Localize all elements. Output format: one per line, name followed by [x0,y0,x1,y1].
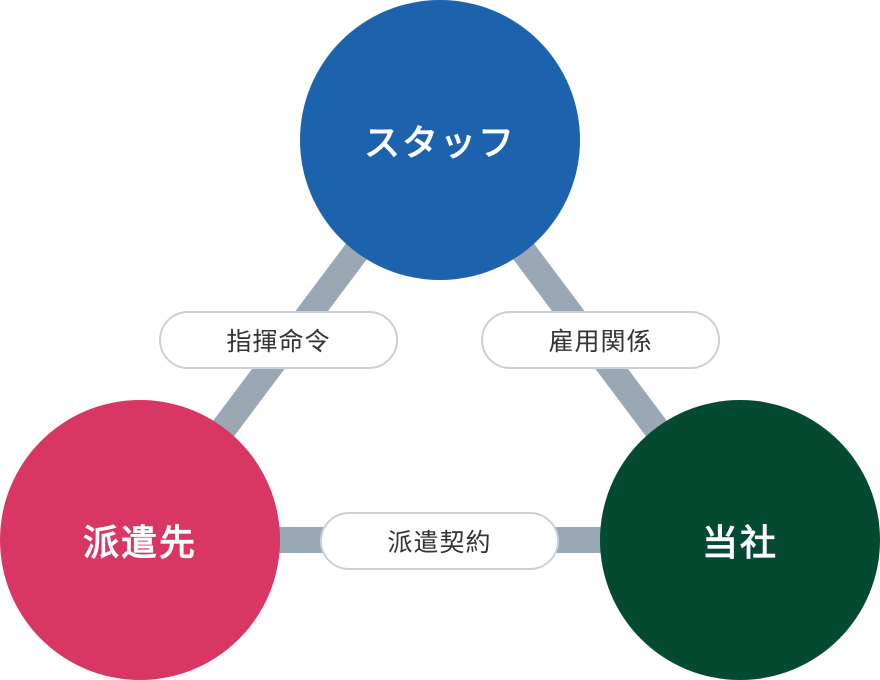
node-staff: スタッフ [300,0,580,280]
relation-dispatch-text: 派遣契約 [387,528,492,557]
relation-command-label: 指揮命令 [159,311,398,369]
node-company: 当社 [600,400,880,680]
node-staff-label: スタッフ [363,123,516,164]
relation-dispatch-label: 派遣契約 [320,512,559,570]
node-company-label: 当社 [701,523,778,564]
relation-employment-text: 雇用関係 [548,327,653,356]
node-client: 派遣先 [0,400,280,680]
relation-employment-label: 雇用関係 [481,311,720,369]
node-client-label: 派遣先 [82,523,197,564]
relation-command-text: 指揮命令 [226,327,331,356]
